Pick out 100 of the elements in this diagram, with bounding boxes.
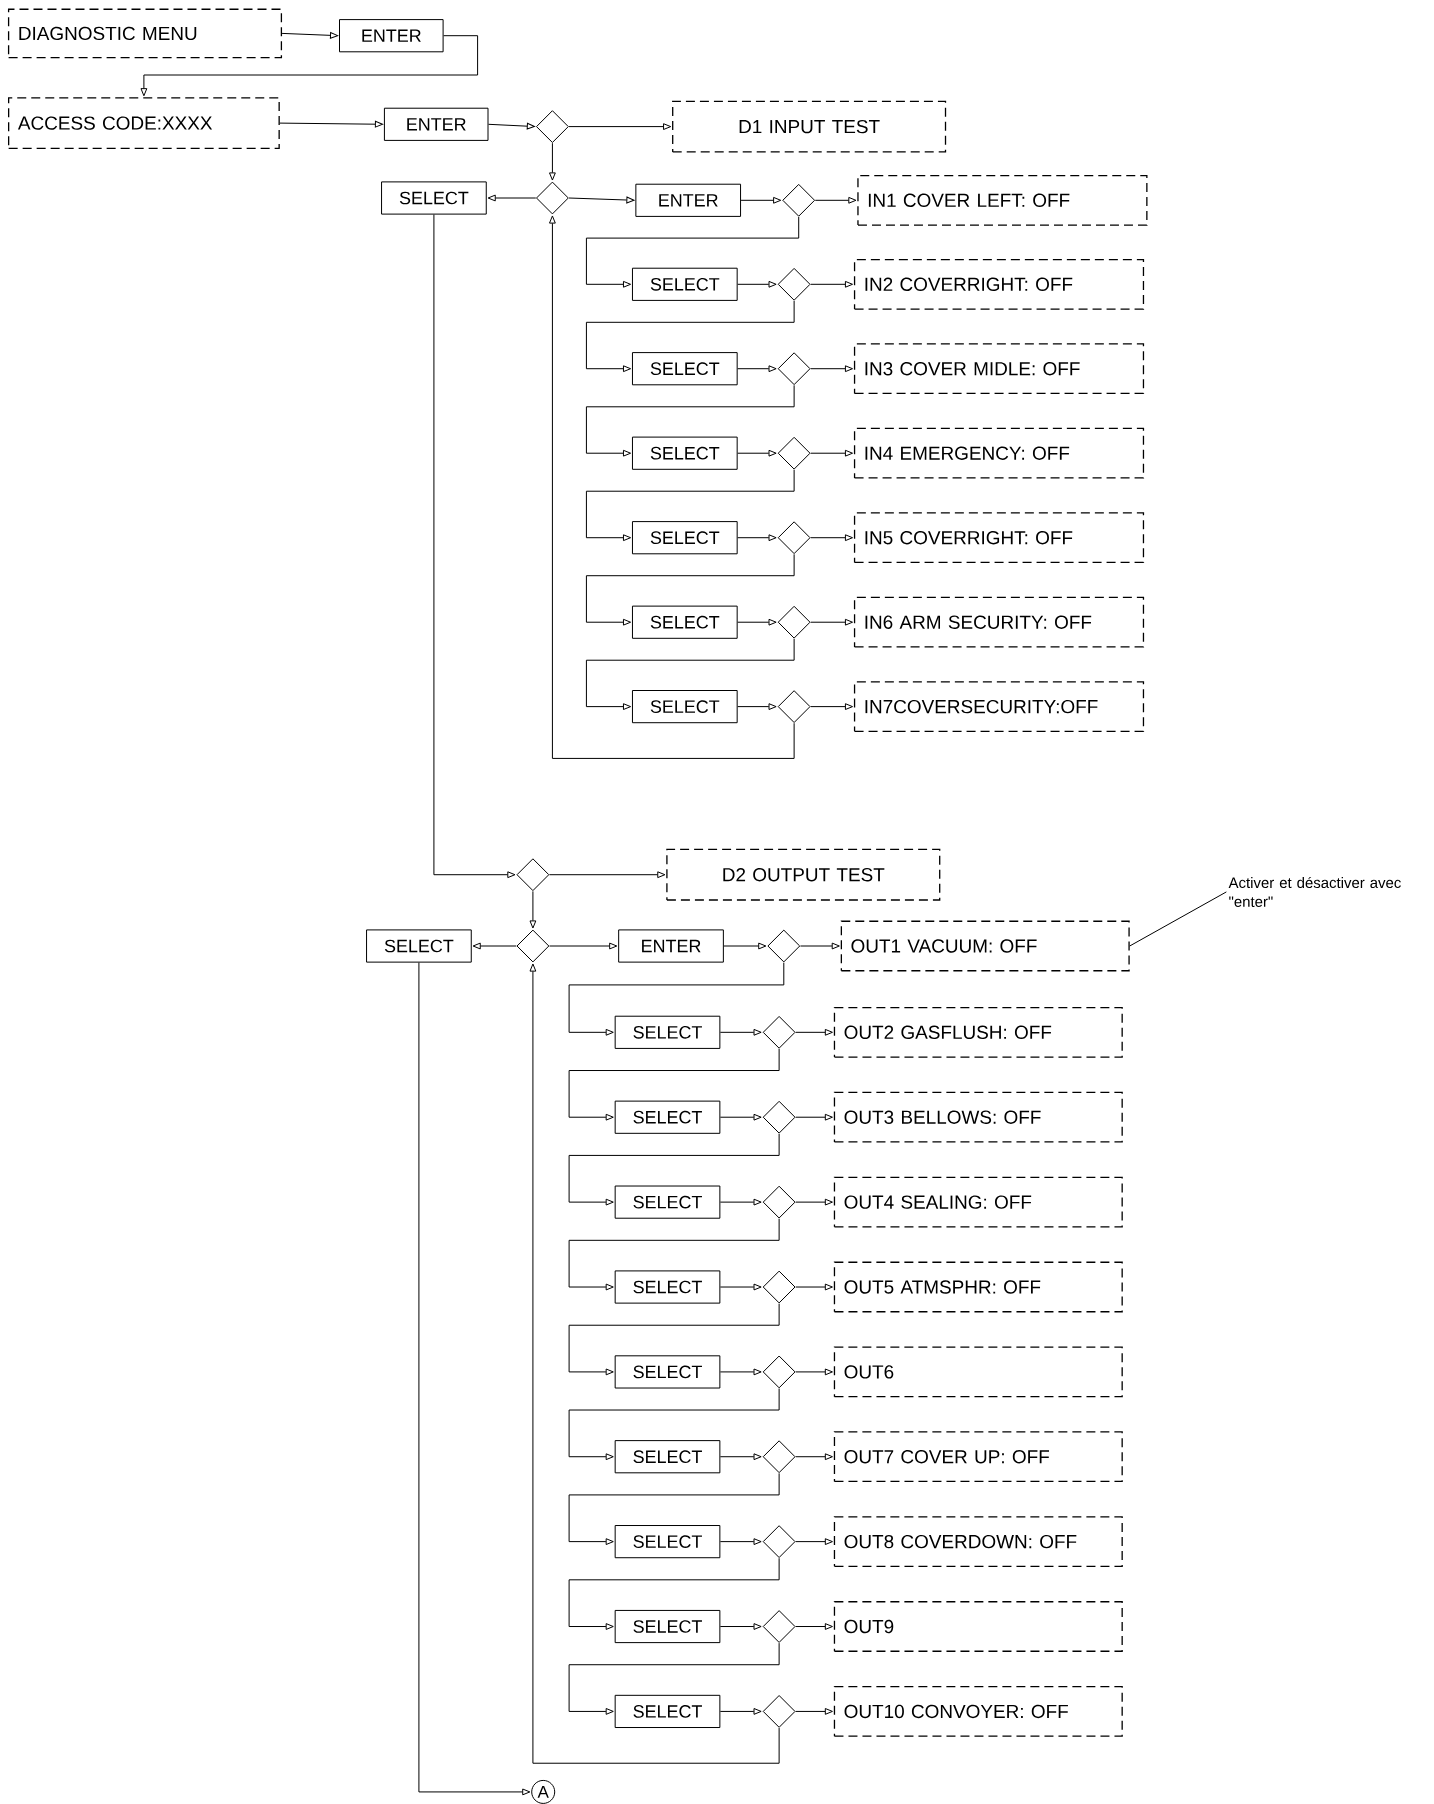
arrow: [810, 703, 854, 710]
decision-diamond: [762, 1355, 796, 1389]
arrow: [719, 1198, 762, 1206]
display-box: IN6 ARM SECURITY: OFF: [853, 596, 1145, 648]
arrow: [810, 449, 854, 457]
arrow: [723, 942, 767, 950]
decision-diamond: [777, 605, 811, 639]
arrow: [795, 1198, 833, 1206]
decision-diamond: [767, 929, 801, 963]
display-box: IN7COVERSECURITY:OFF: [853, 681, 1145, 732]
decision-diamond: [762, 1610, 796, 1643]
key-box: SELECT: [614, 1694, 721, 1728]
display-box: OUT3 BELLOWS: OFF: [833, 1091, 1123, 1143]
key-box: SELECT: [366, 929, 472, 963]
decision-diamond: [777, 436, 811, 470]
decision-diamond: [777, 521, 811, 555]
arrow: [810, 280, 854, 288]
arrow: [585, 553, 795, 626]
display-box: OUT8 COVERDOWN: OFF: [833, 1516, 1123, 1567]
key-box: ENTER: [383, 107, 489, 141]
key-box: SELECT: [631, 690, 738, 724]
key-box: SELECT: [631, 352, 738, 386]
display-box: D1 INPUT TEST: [672, 100, 947, 153]
arrow: [281, 31, 339, 39]
arrow: [568, 1303, 780, 1376]
arrow: [585, 638, 795, 710]
arrow: [549, 142, 556, 181]
display-box: D2 OUTPUT TEST: [666, 848, 941, 901]
annotation-text: Activer et désactiver avec "enter": [1228, 876, 1401, 907]
key-box: SELECT: [614, 1525, 721, 1559]
arrow: [568, 962, 785, 1036]
arrow: [568, 1218, 780, 1291]
arrow: [737, 534, 777, 542]
arrow: [549, 942, 618, 950]
arrow: [568, 123, 672, 130]
arrow: [719, 1708, 762, 1715]
arrow: [795, 1453, 833, 1461]
key-box: ENTER: [618, 929, 724, 963]
key-box: SELECT: [614, 1270, 721, 1304]
arrow: [549, 871, 666, 879]
display-box: IN2 COVERRIGHT: OFF: [853, 258, 1145, 310]
decision-diamond: [762, 1525, 796, 1558]
decision-diamond: [762, 1100, 796, 1134]
arrow: [799, 942, 840, 950]
arrow: [488, 122, 535, 130]
key-box: SELECT: [631, 436, 738, 470]
arrow: [568, 1133, 780, 1206]
decision-diamond: [516, 858, 550, 892]
arrow: [719, 1368, 762, 1376]
display-box: IN1 COVER LEFT: OFF: [857, 174, 1148, 226]
key-box: SELECT: [381, 181, 487, 215]
display-box: OUT10 CONVOYER: OFF: [833, 1686, 1123, 1737]
display-box: OUT7 COVER UP: OFF: [833, 1431, 1123, 1483]
display-box: IN5 COVERRIGHT: OFF: [853, 512, 1145, 564]
key-box: SELECT: [631, 605, 738, 639]
arrow: [472, 942, 517, 950]
decision-diamond: [762, 1695, 796, 1728]
arrow: [814, 196, 857, 204]
arrow: [795, 1283, 833, 1291]
decision-diamond: [777, 690, 811, 723]
arrow: [585, 216, 800, 288]
display-box: IN3 COVER MIDLE: OFF: [853, 343, 1145, 395]
arrow: [737, 703, 777, 710]
key-box: SELECT: [631, 521, 738, 555]
arrow: [810, 365, 854, 373]
decision-diamond: [782, 183, 816, 217]
arrow: [585, 300, 795, 373]
decision-diamond: [777, 267, 811, 301]
key-box: SELECT: [614, 1355, 721, 1389]
arrow: [418, 962, 531, 1796]
display-box: DIAGNOSTIC MENU: [7, 8, 283, 59]
display-box: OUT1 VACUUM: OFF: [840, 920, 1130, 972]
arrow: [737, 618, 777, 626]
arrow: [719, 1283, 762, 1291]
arrow: [719, 1538, 762, 1545]
arrow: [529, 963, 780, 1764]
decision-diamond: [536, 181, 569, 215]
arrow: [737, 365, 777, 373]
arrow: [279, 120, 384, 128]
decision-diamond: [762, 1270, 796, 1304]
arrow: [810, 618, 854, 626]
arrow: [549, 215, 795, 759]
arrow: [585, 469, 795, 542]
decision-diamond: [762, 1440, 796, 1474]
decision-diamond: [777, 352, 811, 386]
arrow: [568, 1557, 780, 1630]
decision-diamond: [762, 1015, 796, 1049]
arrow: [568, 196, 635, 204]
arrow: [568, 1388, 780, 1461]
key-box: SELECT: [614, 1100, 721, 1134]
arrow: [529, 890, 537, 929]
display-box: OUT4 SEALING: OFF: [833, 1176, 1123, 1228]
arrow: [795, 1113, 833, 1121]
arrow: [433, 214, 516, 879]
arrow: [719, 1623, 762, 1630]
decision-diamond: [516, 929, 550, 963]
arrow: [795, 1028, 833, 1036]
arrow: [737, 449, 777, 457]
key-box: SELECT: [614, 1440, 721, 1474]
display-box: OUT2 GASFLUSH: OFF: [833, 1006, 1123, 1058]
